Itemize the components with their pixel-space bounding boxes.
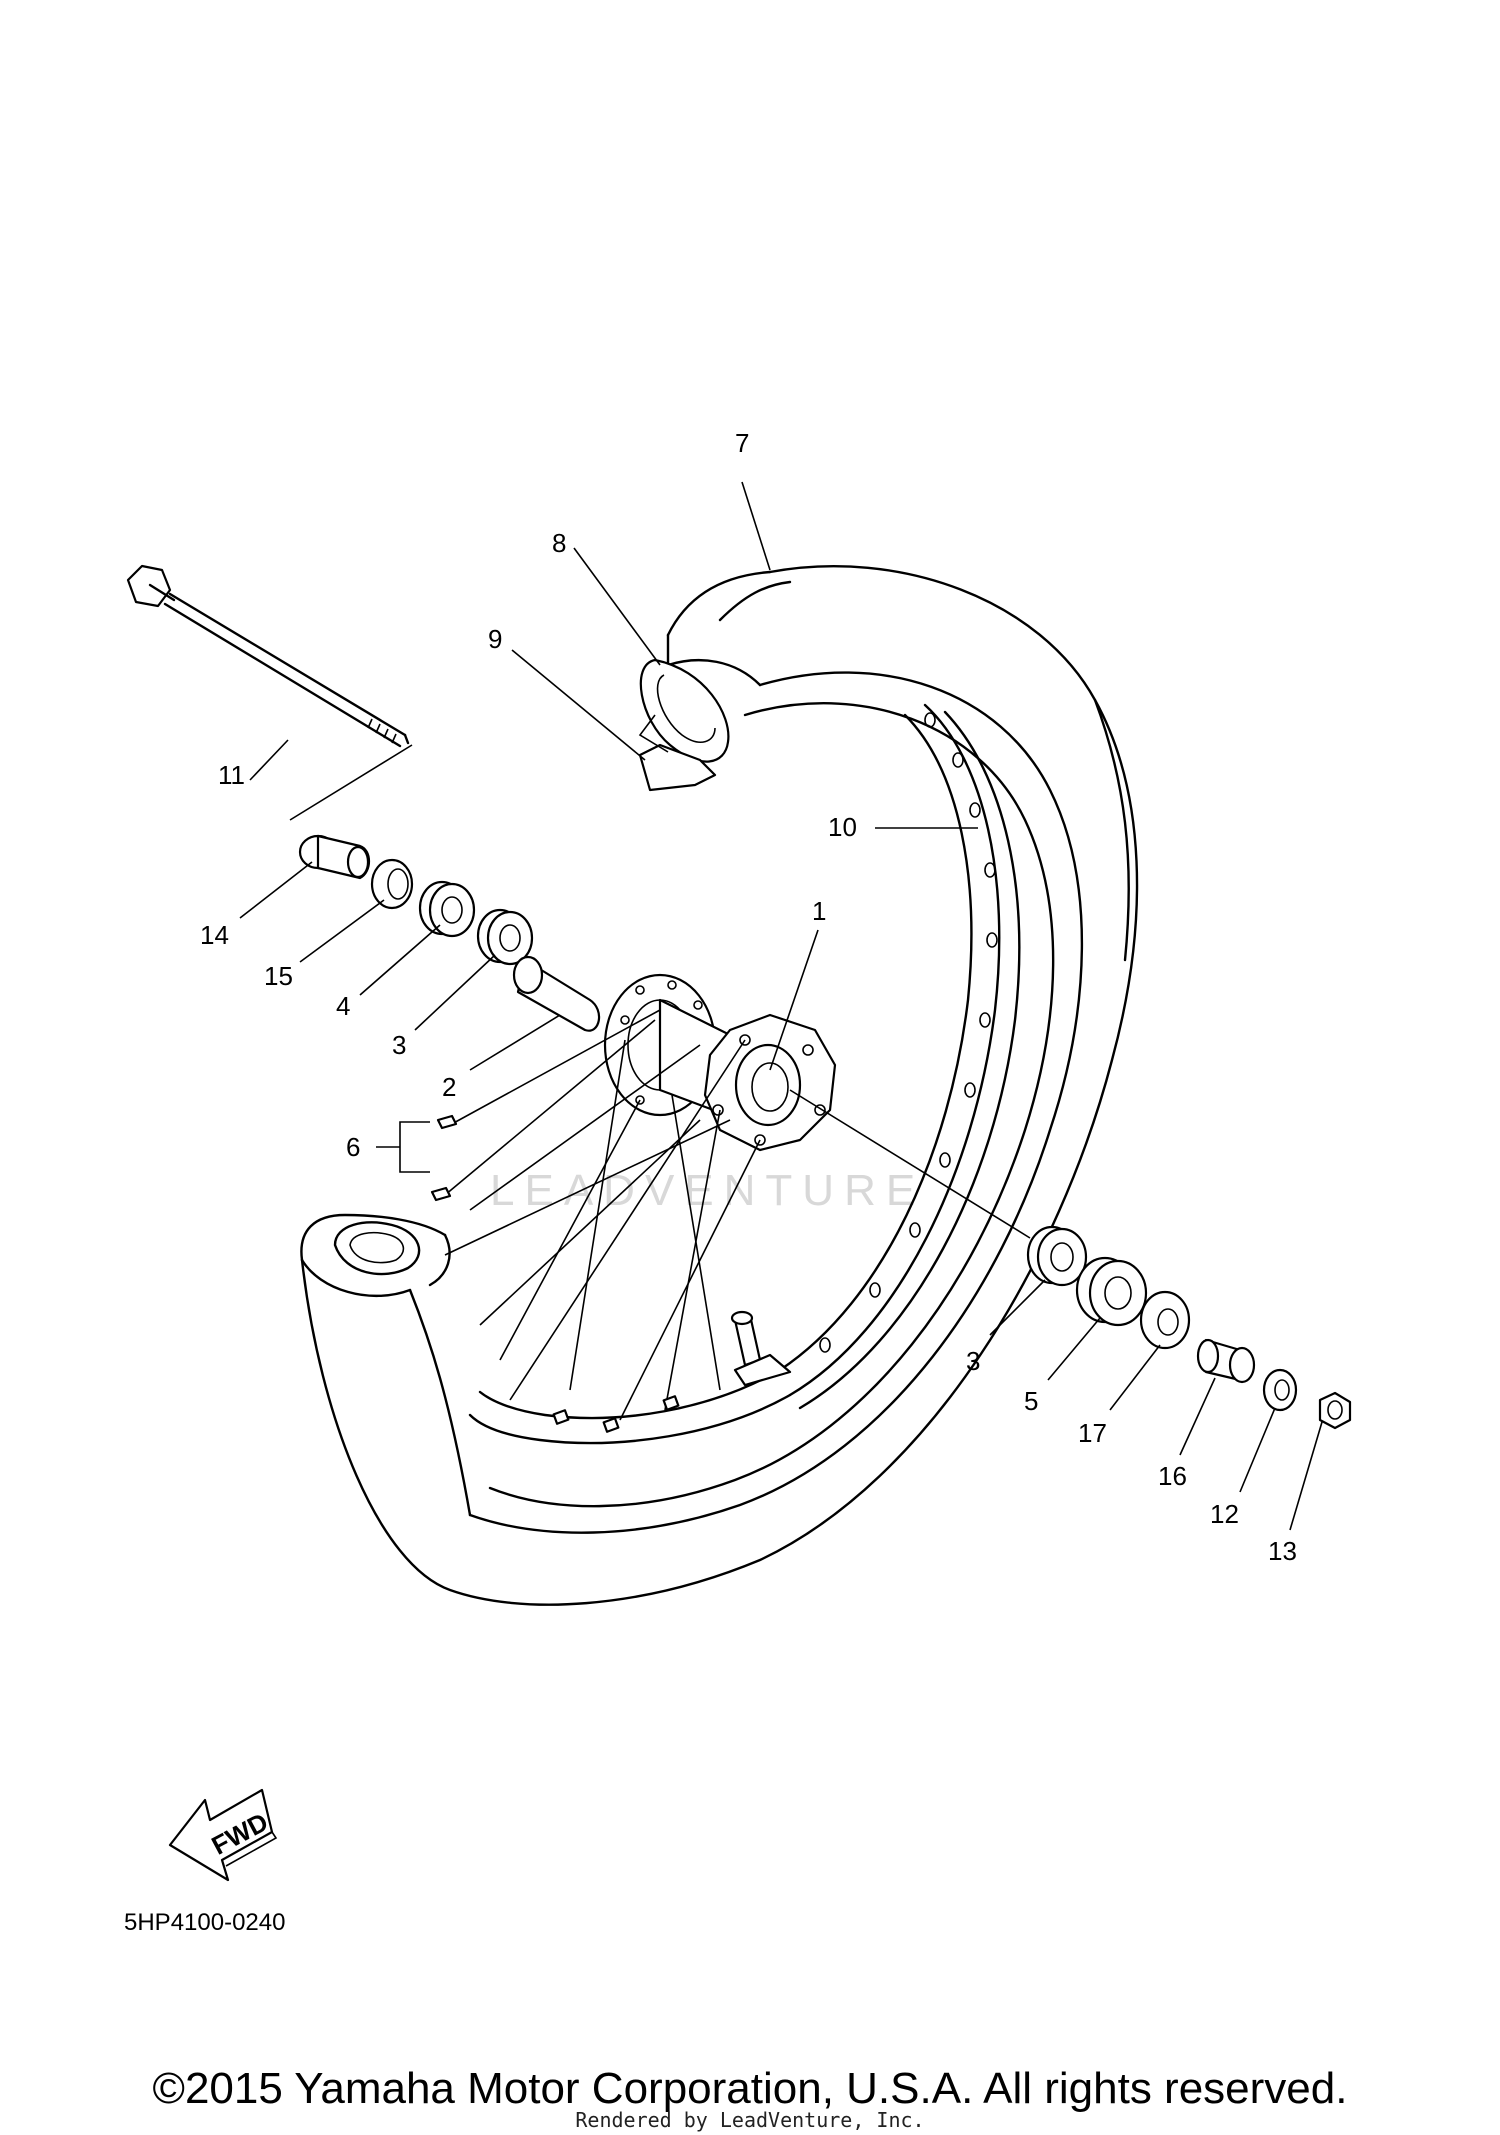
right-hardware [1026, 1225, 1352, 1430]
diagram-code: 5HP4100-0240 [124, 1909, 285, 1936]
callout-3-right: 3 [966, 1346, 980, 1376]
rim-drawing [468, 703, 1021, 1445]
callout-9: 9 [488, 624, 502, 654]
callout-8: 8 [552, 528, 566, 558]
callout-6: 6 [346, 1132, 360, 1162]
callout-numbers: 7 8 9 10 11 14 15 4 3 2 1 6 3 5 17 16 12… [200, 428, 1297, 1566]
callout-10: 10 [828, 812, 857, 842]
copyright-notice: ©2015 Yamaha Motor Corporation, U.S.A. A… [152, 2064, 1348, 2113]
rendered-by-credit: Rendered by LeadVenture, Inc. [575, 2108, 925, 2132]
callout-3-left: 3 [392, 1030, 406, 1060]
callout-16: 16 [1158, 1461, 1187, 1491]
callout-11: 11 [218, 760, 245, 790]
tire-drawing [300, 565, 1139, 1606]
callout-7: 7 [735, 428, 749, 458]
callout-13: 13 [1268, 1536, 1297, 1566]
hub-drawing [603, 973, 837, 1152]
left-hardware [298, 834, 601, 1032]
callout-14: 14 [200, 920, 229, 950]
callout-4: 4 [336, 991, 350, 1021]
axle-drawing [126, 564, 413, 821]
forward-arrow-icon: FWD [168, 1788, 278, 1882]
tube-and-rim-band [638, 658, 730, 792]
callout-17: 17 [1078, 1418, 1107, 1448]
leader-lines [239, 481, 1323, 1531]
callout-12: 12 [1210, 1499, 1239, 1529]
callout-2: 2 [442, 1072, 456, 1102]
callout-15: 15 [264, 961, 293, 991]
callout-1: 1 [812, 896, 826, 926]
callout-5: 5 [1024, 1386, 1038, 1416]
valve-stem-drawing [730, 1310, 792, 1387]
spokes-drawing [430, 1009, 761, 1433]
rim-spoke-holes [819, 712, 998, 1353]
